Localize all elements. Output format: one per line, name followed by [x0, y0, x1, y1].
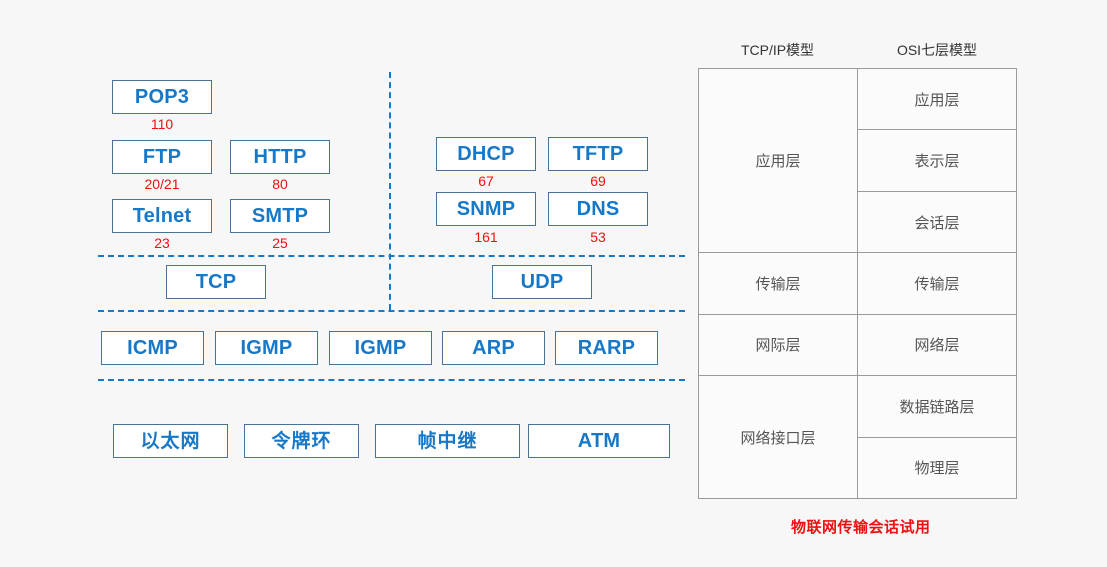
protocol-box-dhcp[interactable]: DHCP: [436, 137, 536, 171]
protocol-box-atm[interactable]: ATM: [528, 424, 670, 458]
protocol-box-http[interactable]: HTTP: [230, 140, 330, 174]
horizontal-layer-divider-1: [98, 255, 685, 257]
table-row: 网际层网络层: [698, 313, 1017, 377]
protocol-box-以太网[interactable]: 以太网: [113, 424, 228, 458]
protocol-box-令牌环[interactable]: 令牌环: [244, 424, 359, 458]
port-label-tftp: 69: [590, 173, 606, 189]
osi-layer-cell: 网络层: [857, 313, 1017, 377]
port-label-dns: 53: [590, 229, 606, 245]
protocol-box-igmp[interactable]: IGMP: [215, 331, 318, 365]
osi-layer-cell: 传输层: [857, 252, 1017, 315]
protocol-box-帧中继[interactable]: 帧中继: [375, 424, 520, 458]
table-row: 应用层应用层: [698, 67, 1017, 254]
tcpip-layer-cell: 应用层: [698, 67, 858, 254]
tcpip-layer-cell: 网络接口层: [698, 375, 858, 499]
osi-layer-cell: 物理层: [857, 436, 1017, 499]
osi-layer-cell: 应用层: [857, 67, 1017, 131]
osi-model-header: OSI七层模型: [896, 42, 978, 58]
protocol-box-dns[interactable]: DNS: [548, 192, 648, 226]
protocol-box-igmp[interactable]: IGMP: [329, 331, 432, 365]
port-label-telnet: 23: [154, 235, 170, 251]
osi-layer-cell: 表示层: [857, 129, 1017, 192]
table-row: 物理层: [699, 436, 1017, 499]
horizontal-layer-divider-3: [98, 379, 685, 381]
port-label-pop3: 110: [150, 116, 174, 132]
protocol-box-rarp[interactable]: RARP: [555, 331, 658, 365]
footnote-text: 物联网传输会话试用: [791, 519, 931, 536]
osi-layer-cell: 数据链路层: [857, 375, 1017, 438]
protocol-box-pop3[interactable]: POP3: [112, 80, 212, 114]
protocol-box-udp[interactable]: UDP: [492, 265, 592, 299]
protocol-box-snmp[interactable]: SNMP: [436, 192, 536, 226]
port-label-snmp: 161: [474, 229, 498, 245]
table-row: 会话层: [699, 190, 1017, 254]
model-comparison-table: 应用层应用层表示层会话层传输层传输层网际层网络层网络接口层数据链路层物理层: [698, 67, 1017, 499]
protocol-box-smtp[interactable]: SMTP: [230, 199, 330, 233]
vertical-tcp-udp-divider-1: [389, 72, 391, 310]
tcpip-layer-cell: 传输层: [698, 252, 858, 315]
tcpip-model-header: TCP/IP模型: [740, 42, 815, 58]
table-row: 传输层传输层: [698, 252, 1017, 315]
tcpip-layer-cell: 网际层: [698, 313, 858, 377]
protocol-box-icmp[interactable]: ICMP: [101, 331, 204, 365]
protocol-box-ftp[interactable]: FTP: [112, 140, 212, 174]
port-label-dhcp: 67: [478, 173, 494, 189]
protocol-box-telnet[interactable]: Telnet: [112, 199, 212, 233]
port-label-smtp: 25: [272, 235, 288, 251]
horizontal-layer-divider-2: [98, 310, 685, 312]
port-label-http: 80: [272, 176, 288, 192]
port-label-ftp: 20/21: [144, 176, 180, 192]
protocol-box-arp[interactable]: ARP: [442, 331, 545, 365]
table-row: 网络接口层数据链路层: [698, 375, 1017, 499]
osi-layer-cell: 会话层: [857, 190, 1017, 254]
protocol-box-tftp[interactable]: TFTP: [548, 137, 648, 171]
table-row: 表示层: [699, 129, 1017, 192]
protocol-box-tcp[interactable]: TCP: [166, 265, 266, 299]
